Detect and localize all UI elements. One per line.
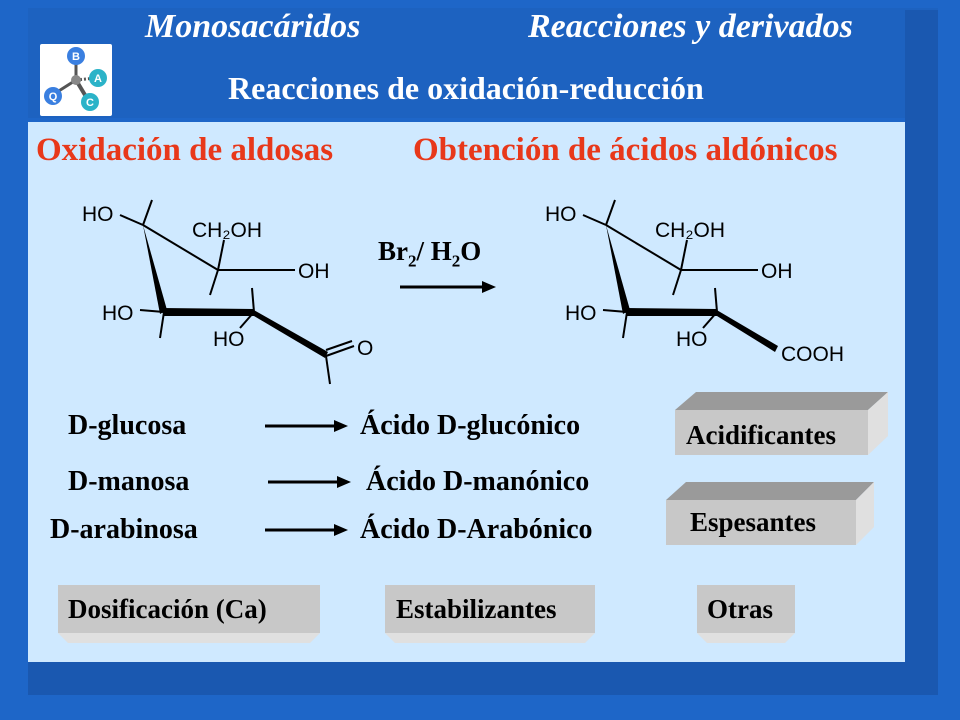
acidificantes-box <box>675 392 888 455</box>
glucose-label-ho-low: HO <box>213 328 245 351</box>
gluconic-label-oh: OH <box>761 260 793 283</box>
glucose-wedges <box>143 225 328 358</box>
logo-letter-b: B <box>72 51 80 63</box>
logo-letter-q: Q <box>49 91 58 103</box>
otras-box <box>697 585 795 643</box>
page-title: Reacciones de oxidación-reducción <box>228 70 704 106</box>
acidificantes-label: Acidificantes <box>686 420 836 450</box>
otras-label: Otras <box>707 594 773 624</box>
gluconic-wedges <box>606 225 778 352</box>
from-manosa: D-manosa <box>68 466 190 497</box>
logo-letter-a: A <box>94 73 102 85</box>
gluconic-label-cooh: COOH <box>781 343 844 366</box>
from-arabinosa: D-arabinosa <box>50 514 198 545</box>
header-left-title: Monosacáridos <box>145 8 361 45</box>
glucose-label-ch2oh: CH₂OH <box>192 219 262 242</box>
section-title-oxidation: Oxidación de aldosas <box>36 132 334 168</box>
header-band <box>28 8 938 118</box>
gluconic-label-ho-mid: HO <box>565 302 597 325</box>
glucose-label-ho-top: HO <box>82 203 114 226</box>
estabilizantes-box <box>385 585 595 643</box>
reaction-arrow-head <box>482 281 496 293</box>
to-manonico: Ácido D-manónico <box>366 466 590 497</box>
estabilizantes-label: Estabilizantes <box>396 594 557 624</box>
biochem-logo: B A Q C <box>40 44 112 116</box>
frame-right-edge <box>905 10 938 695</box>
glucose-structure <box>119 199 355 385</box>
glucose-label-o: O <box>357 337 373 360</box>
header-right-title: Reacciones y derivados <box>528 8 853 45</box>
glucose-label-ho-mid: HO <box>102 302 134 325</box>
gluconic-label-ho-low: HO <box>676 328 708 351</box>
espesantes-label: Espesantes <box>690 507 817 537</box>
to-arabonico: Ácido D-Arabónico <box>360 514 593 545</box>
from-glucosa: D-glucosa <box>68 410 187 441</box>
molecule-logo-icon: B A Q C <box>44 47 107 111</box>
to-gluconico: Ácido D-glucónico <box>360 410 581 441</box>
dosificacion-box <box>58 585 320 643</box>
glucose-label-oh: OH <box>298 260 330 283</box>
espesantes-box <box>666 482 874 545</box>
logo-letter-c: C <box>86 97 94 109</box>
section-title-aldonic-acids: Obtención de ácidos aldónicos <box>413 132 838 168</box>
gluconic-label-ho-top: HO <box>545 203 577 226</box>
gluconic-label-ch2oh: CH₂OH <box>655 219 725 242</box>
reagent-br2-h2o: Br2/ H2O <box>378 236 482 271</box>
dosificacion-label: Dosificación (Ca) <box>68 594 267 624</box>
frame-bottom-edge <box>28 662 905 695</box>
